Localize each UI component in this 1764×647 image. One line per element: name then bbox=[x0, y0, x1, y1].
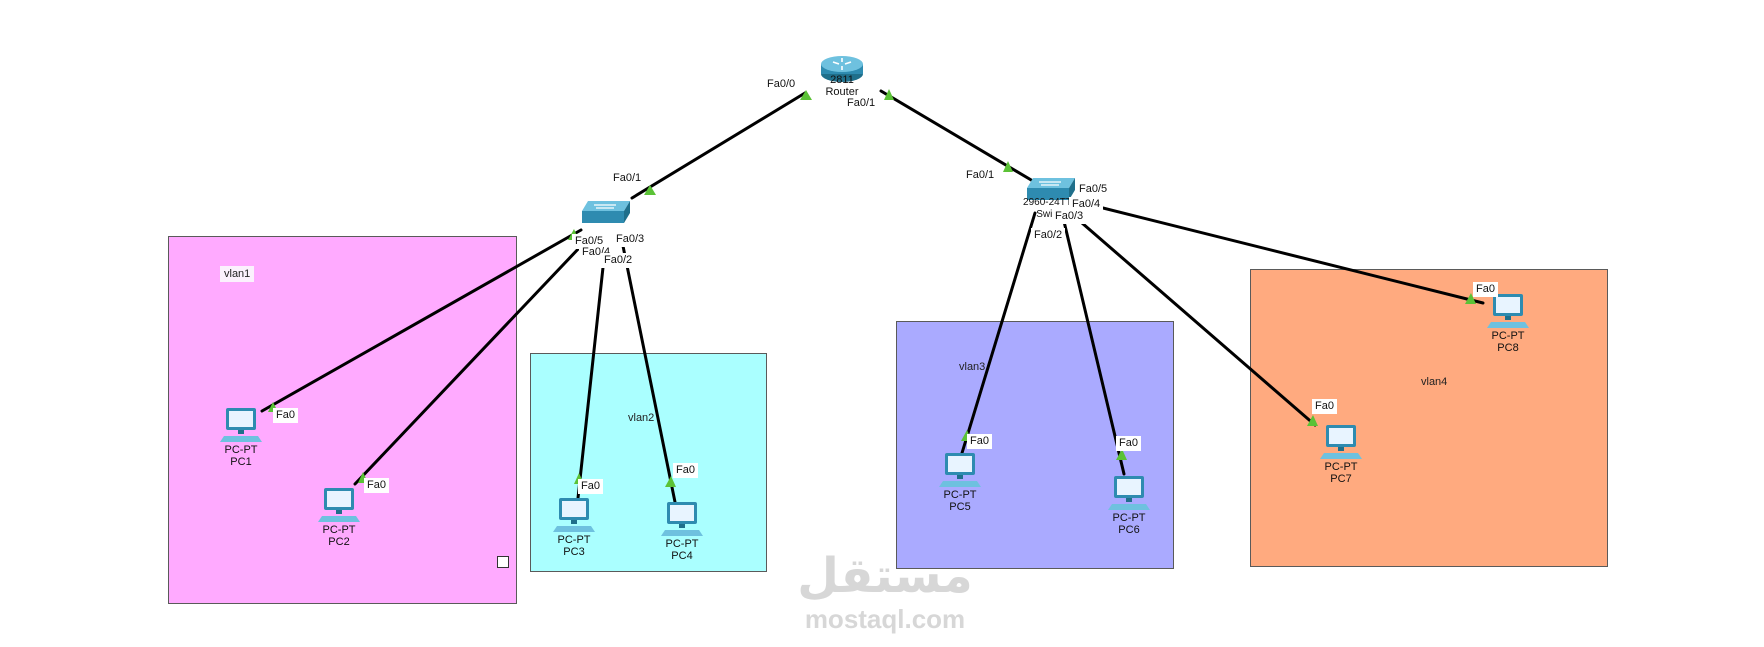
cable-sw2-pc8 bbox=[1081, 201, 1485, 305]
watermark-url: mostaql.com bbox=[804, 604, 966, 634]
cable-sw1-pc4 bbox=[621, 244, 677, 504]
pc-name-label: PC5 bbox=[949, 501, 971, 513]
pc-icon bbox=[1108, 476, 1150, 510]
pc-type-label: PC-PT bbox=[665, 538, 699, 550]
pc-type-label: PC-PT bbox=[943, 489, 977, 501]
pc-type-label: PC-PT bbox=[557, 534, 591, 546]
port-label: Fa0 bbox=[1473, 282, 1498, 297]
port-label: Fa0 bbox=[967, 434, 992, 449]
link-up-indicator bbox=[1003, 161, 1013, 172]
zone-label: vlan4 bbox=[1417, 374, 1452, 390]
pc-icon bbox=[1487, 294, 1529, 328]
router-icon bbox=[821, 56, 863, 82]
cable-sw2-pc7 bbox=[1080, 221, 1317, 427]
selection-handle[interactable] bbox=[497, 556, 509, 568]
pc1-node[interactable]: PC-PT PC1 bbox=[211, 406, 271, 468]
pc-name-label: PC8 bbox=[1497, 342, 1519, 354]
router-node[interactable]: 2811 Router bbox=[812, 52, 872, 98]
link-up-indicator bbox=[800, 90, 812, 100]
pc-type-label: PC-PT bbox=[1324, 461, 1358, 473]
pc6-node[interactable]: PC-PT PC6 bbox=[1099, 474, 1159, 536]
pc3-node[interactable]: PC-PT PC3 bbox=[544, 496, 604, 558]
router-name-label: Router bbox=[825, 86, 859, 98]
pc-icon bbox=[220, 408, 262, 442]
pc5-node[interactable]: PC-PT PC5 bbox=[930, 451, 990, 513]
cable-sw2-pc6 bbox=[1060, 211, 1126, 476]
pc-type-label: PC-PT bbox=[1112, 512, 1146, 524]
cable-router-sw2 bbox=[879, 89, 1045, 189]
zone-label: vlan1 bbox=[220, 266, 255, 282]
pc-type-label: PC-PT bbox=[322, 524, 356, 536]
port-label: Fa0 bbox=[578, 479, 603, 494]
pc-name-label: PC1 bbox=[230, 456, 252, 468]
zone-label: vlan3 bbox=[955, 359, 990, 375]
link-up-indicator bbox=[644, 185, 656, 195]
pc-name-label: PC7 bbox=[1330, 473, 1352, 485]
pc8-node[interactable]: PC-PT PC8 bbox=[1478, 292, 1538, 354]
port-label: Fa0/1 bbox=[610, 171, 645, 186]
switch-2-node[interactable]: 2960-24TT Switch bbox=[1021, 176, 1081, 221]
switch-icon bbox=[1027, 178, 1075, 200]
port-label: Fa0/4 bbox=[1069, 197, 1104, 212]
pc2-node[interactable]: PC-PT PC2 bbox=[309, 486, 369, 548]
watermark-logo: مستقل bbox=[797, 550, 973, 603]
link-up-indicator bbox=[1116, 449, 1127, 460]
router-model-label: 2811 bbox=[830, 74, 854, 86]
cable-sw1-pc3 bbox=[576, 247, 607, 500]
switch-model-label: 2960-24TT bbox=[1023, 197, 1072, 208]
vlan4-zone[interactable]: vlan4 bbox=[1250, 269, 1608, 567]
port-label: Fa0/1 bbox=[963, 168, 998, 183]
cable-sw2-pc5 bbox=[960, 211, 1037, 455]
switch-name-label: Switch bbox=[1036, 209, 1066, 220]
port-label: Fa0/3 bbox=[1052, 209, 1087, 224]
link-up-indicator bbox=[1465, 293, 1476, 304]
link-up-indicator bbox=[1307, 415, 1318, 426]
zone-label: vlan2 bbox=[624, 410, 659, 426]
port-label: Fa0 bbox=[1312, 399, 1337, 414]
switch-icon bbox=[582, 201, 630, 223]
port-label: Fa0/3 bbox=[613, 232, 648, 247]
pc-icon bbox=[553, 498, 595, 532]
port-label: Fa0 bbox=[673, 463, 698, 478]
pc-name-label: PC3 bbox=[563, 546, 585, 558]
port-label: Fa0 bbox=[364, 478, 389, 493]
port-label: Fa0/0 bbox=[764, 77, 799, 92]
link-up-indicator bbox=[665, 476, 676, 487]
port-label: Fa0/2 bbox=[601, 253, 636, 268]
pc-name-label: PC4 bbox=[671, 550, 693, 562]
cable-sw1-pc1 bbox=[260, 228, 583, 413]
port-label: Fa0/2 bbox=[1031, 228, 1066, 243]
port-label: Fa0/5 bbox=[1076, 182, 1111, 197]
link-up-indicator bbox=[884, 89, 894, 100]
cable-sw1-pc2 bbox=[353, 244, 583, 486]
pc-icon bbox=[939, 453, 981, 487]
pc-type-label: PC-PT bbox=[224, 444, 258, 456]
cable-router-sw1 bbox=[630, 91, 807, 200]
pc-type-label: PC-PT bbox=[1491, 330, 1525, 342]
port-label: Fa0 bbox=[273, 408, 298, 423]
port-label: Fa0/1 bbox=[844, 96, 879, 111]
vlan2-zone[interactable]: vlan2 bbox=[530, 353, 767, 572]
switch-1-node[interactable] bbox=[576, 199, 636, 225]
pc7-node[interactable]: PC-PT PC7 bbox=[1311, 423, 1371, 485]
pc-icon bbox=[1320, 425, 1362, 459]
port-label: Fa0 bbox=[1116, 436, 1141, 451]
pc-name-label: PC6 bbox=[1118, 524, 1140, 536]
pc-name-label: PC2 bbox=[328, 536, 350, 548]
pc-icon bbox=[661, 502, 703, 536]
pc4-node[interactable]: PC-PT PC4 bbox=[652, 500, 712, 562]
pc-icon bbox=[318, 488, 360, 522]
